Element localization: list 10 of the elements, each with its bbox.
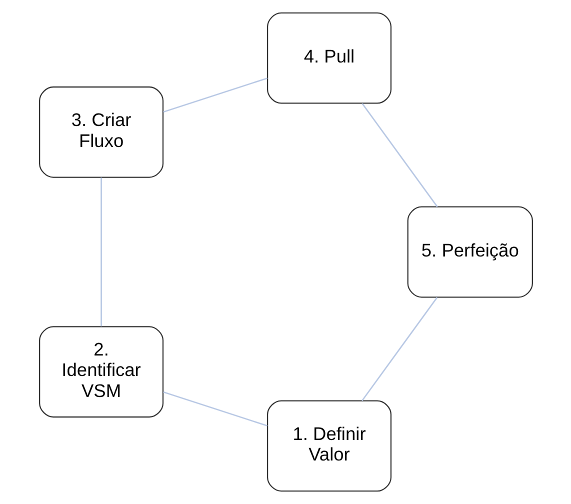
connector [100,178,102,326]
node-box: 4. Pull [266,12,392,104]
connector [361,297,438,402]
node-box: 5. Perfeição [406,206,532,298]
node-box: 2. Identificar VSM [38,326,164,418]
node-box: 3. Criar Fluxo [38,86,164,178]
connector [361,103,438,208]
connector [162,391,267,426]
connector [162,78,267,113]
node-box: 1. Definir Valor [266,400,392,492]
